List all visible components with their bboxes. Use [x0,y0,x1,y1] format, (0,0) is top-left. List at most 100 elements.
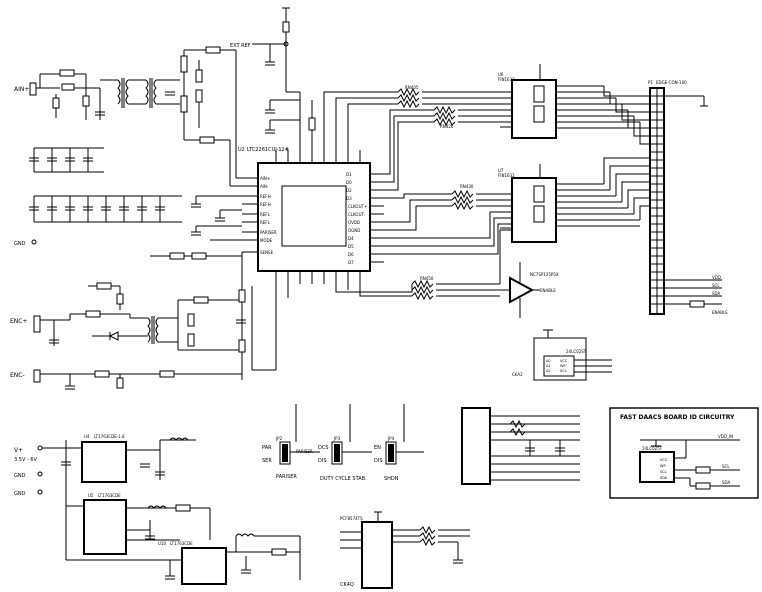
main-adc-designator: U2 [238,147,245,153]
u5-designator: U5 [88,493,94,498]
jp3-designator: JP3 [333,436,341,441]
data-bus-upper [323,91,512,191]
u6-designator: U6 [498,72,504,77]
u3-enable-label: ENABLE [540,288,556,293]
regulator-u10: U10 LT1763CDE [158,533,301,585]
eeprom-pin-a0: A0 [546,359,551,363]
jp2-caption: PARISER [276,474,297,480]
ain-plus-label: AIN+ [14,86,29,93]
jumper-jp4: JP4 EN DIS SHDN [374,404,424,482]
id-pin-scl: SCL [660,470,667,474]
u7-part: FIN1632 [498,173,515,178]
ref-caps [191,195,242,241]
u10-part: LT1763CDE [170,541,193,546]
p1-pin-enable: ENABLE [712,310,728,315]
gnd-label-2: GND [14,473,26,479]
pin-refl-1: REFL [260,212,271,217]
eeprom-pin-wp: WP [560,364,566,368]
pin-ain-plus: AIN+ [260,176,270,181]
jumper-jp3: JP3 DCS DIS DUTY CYCLE STAB. [318,404,372,482]
pin-ovdd: OVDD [348,220,360,225]
buffer-u6: U6 FIN1632 [498,64,640,139]
u3-part: NC7SP125P5X [530,272,559,277]
driver-u3: NC7SP125P5X ENABLE [500,262,559,318]
resistor-network-rn450: RN450 [411,276,434,301]
u4-designator: U4 [84,434,90,439]
main-adc-ic: U2 LTC2261CUJ-12# AIN+ AIN- REFH REFH RE… [238,147,384,284]
rn430-label: RN430 [460,184,474,189]
id-ic-part: 24LC025T [642,446,663,451]
decoupling-bank-bottom: GND [14,195,182,247]
eeprom-pin-scl: SCL [560,369,567,373]
pin-d6: D6 [348,252,354,257]
p1-pin-sda: SDA [712,291,721,296]
id-signal-sda: SDA [722,480,731,485]
eeprom-label: CKA2 [512,372,523,377]
ext-ref-section: EXT REF [230,7,316,163]
enc-plus-label: ENC+ [10,318,28,325]
u10-designator: U10 [158,541,166,546]
edge-connector-p1: P1 EDGE-CON-100 [648,80,728,315]
pin-clkout-plus: CLKOUT+ [348,204,367,209]
pin-d0: D0 [346,180,352,185]
pin-refh-1: REFH [260,194,271,199]
id-signal-scl: SCL [722,464,730,469]
u7-designator: U7 [498,168,504,173]
pin-d7: D7 [348,260,354,265]
id-signal-vdd: VDD_IN [718,434,733,439]
eeprom-part: 24LC02ST [566,349,587,354]
resistor-network-rn430: RN430 [451,184,474,211]
u8-part: PCF8574TS [340,516,363,521]
eeprom-pin-a1: A1 [546,364,551,368]
id-box-title: FAST DAACS BOARD ID CIRCUITRY [620,414,735,421]
pin-d4: D4 [348,236,354,241]
regulator-u5: U5 LT1763CDE [83,493,211,555]
id-pin-vcc: VCC [660,458,668,462]
pin-sense: SENSE [260,250,274,255]
pin-d5: D5 [348,244,354,249]
decoupling-bank-top [29,147,104,173]
connector-routing [603,86,650,220]
gnd-label-3: GND [14,491,26,497]
eeprom-pin-a2: A2 [546,369,551,373]
pin-clkout-minus: CLKOUT- [348,212,366,217]
jp3-caption: DUTY CYCLE STAB. [320,476,367,482]
connector-j3 [461,407,580,485]
jp2-pos-b: SER [262,458,272,464]
jumper-jp2: JP2 PAR SER PARISER PARISER [262,404,320,480]
jp3-pos-b: DIS [318,458,327,464]
pin-refl-2: REFL [260,220,271,225]
eeprom-pin-vcc: VCC [560,359,568,363]
p1-designator: P1 [648,80,653,85]
jp4-designator: JP4 [387,436,395,441]
rn420-label: RN420 [440,124,454,129]
pin-refh-2: REFH [260,202,271,207]
ic-u8: PCF8574TS CK4Q [340,511,470,589]
resistor-network-rn405: RN405 [397,85,420,109]
ain-input-network: AIN+ [14,46,258,187]
encode-input-network: ENC+ ENC- [10,252,289,390]
power-range-label: 3.5V - 6V [14,457,38,463]
pin-ain-minus: AIN- [260,184,269,189]
jp4-pos-a: EN [374,445,381,451]
u6-part: FIN1632 [498,77,515,82]
eeprom-u9: CKA2 24LC02ST A0 A1 A2 VCC WP SCL [512,329,612,381]
u8-label: CK4Q [340,582,354,588]
data-bus-lower [335,193,512,297]
right-pin-stubs [370,173,384,263]
power-input: V+ 3.5V - 6V GND GND [14,440,160,561]
p1-pin-scl: SCL [712,283,720,288]
rn405-label: RN405 [405,85,419,90]
buffer-u7: U7 FIN1632 [498,164,640,243]
enc-minus-label: ENC- [10,372,25,379]
resistor-network-rn420: RN420 [433,105,456,129]
pin-d3: D3 [346,196,352,201]
jp4-caption: SHDN [384,476,399,482]
ext-ref-label: EXT REF [230,43,251,49]
p1-pin-vdd: VDD [712,275,721,280]
pin-d2: D2 [346,188,352,193]
gnd-label-1: GND [14,241,26,247]
jp2-pos-a: PAR [262,445,272,451]
u4-part: LT1763CDE-1.8 [94,434,125,439]
